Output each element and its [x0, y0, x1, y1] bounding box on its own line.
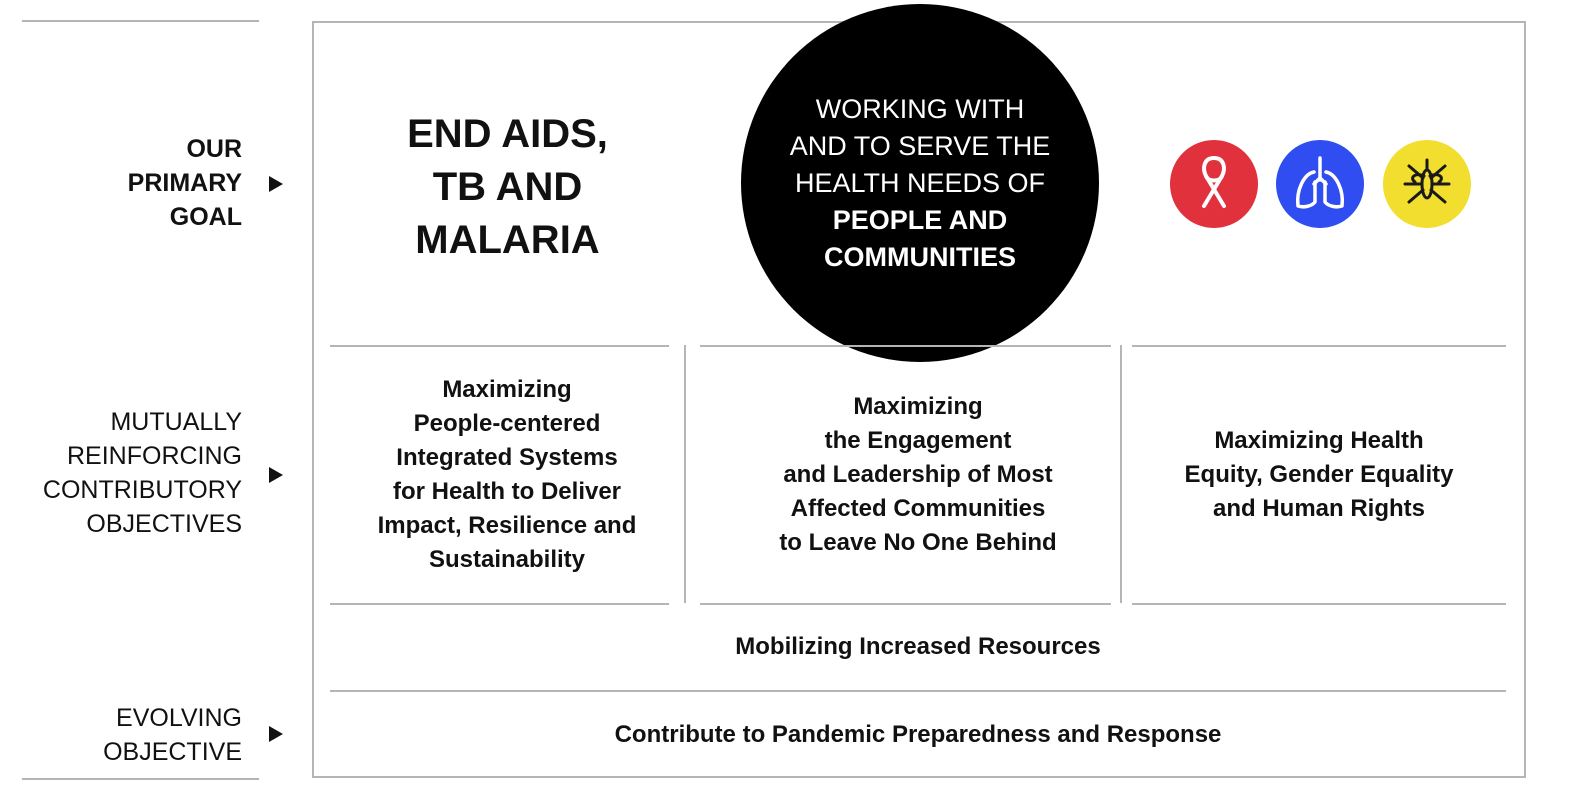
objective-health-equity: Maximizing Health Equity, Gender Equalit…	[1184, 427, 1454, 522]
objectives-top-rule	[700, 345, 1111, 347]
ribbon-icon	[1168, 138, 1260, 230]
objective-community-engagement: Maximizing the Engagement and Leadership…	[779, 393, 1057, 556]
contributory-objectives-arrow-icon	[269, 467, 283, 483]
objectives-bottom-rule	[330, 603, 669, 605]
objectives-divider	[1120, 345, 1122, 603]
objectives-bottom-rule	[1132, 603, 1506, 605]
objectives-top-rule	[1132, 345, 1506, 347]
circle-line: AND TO SERVE THE	[789, 130, 1051, 161]
objectives-divider	[684, 345, 686, 603]
people-communities-circle: WORKING WITH AND TO SERVE THE HEALTH NEE…	[741, 4, 1099, 362]
objective-integrated-systems: Maximizing People-centered Integrated Sy…	[377, 376, 637, 573]
enabler-resources: Mobilizing Increased Resources	[735, 633, 1101, 660]
evolving-objective-text: Contribute to Pandemic Preparedness and …	[614, 721, 1222, 748]
evolving-objective-arrow-icon	[269, 726, 283, 742]
primary-goal-text: END AIDS, TB AND MALARIA	[407, 112, 608, 262]
circle-emphasis: PEOPLE AND	[832, 204, 1008, 235]
circle-emphasis: COMMUNITIES	[824, 241, 1016, 272]
evolving-top-rule	[330, 690, 1506, 692]
evolving-objective-label: EVOLVING OBJECTIVE	[103, 704, 242, 766]
bottom-left-rule	[22, 778, 259, 780]
circle-line: WORKING WITH	[815, 93, 1025, 124]
lungs-icon	[1274, 138, 1366, 230]
top-left-rule	[22, 20, 259, 22]
primary-goal-arrow-icon	[269, 176, 283, 192]
primary-goal-label: OUR PRIMARY GOAL	[127, 135, 242, 231]
contributory-objectives-label: MUTUALLY REINFORCING CONTRIBUTORY OBJECT…	[42, 408, 242, 538]
mosquito-icon	[1381, 138, 1473, 230]
objectives-top-rule	[330, 345, 669, 347]
circle-line: HEALTH NEEDS OF	[794, 167, 1046, 198]
objectives-bottom-rule	[700, 603, 1111, 605]
